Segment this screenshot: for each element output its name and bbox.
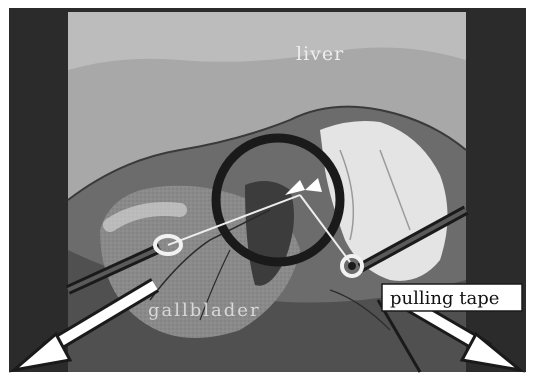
pulling-tape-label: pulling tape	[390, 288, 499, 309]
pulling-tape-callout: pulling tape	[382, 284, 522, 311]
gallbladder-label: gallblader	[148, 300, 261, 321]
right-grasper-center	[348, 262, 356, 270]
liver-label: liver	[296, 43, 344, 65]
